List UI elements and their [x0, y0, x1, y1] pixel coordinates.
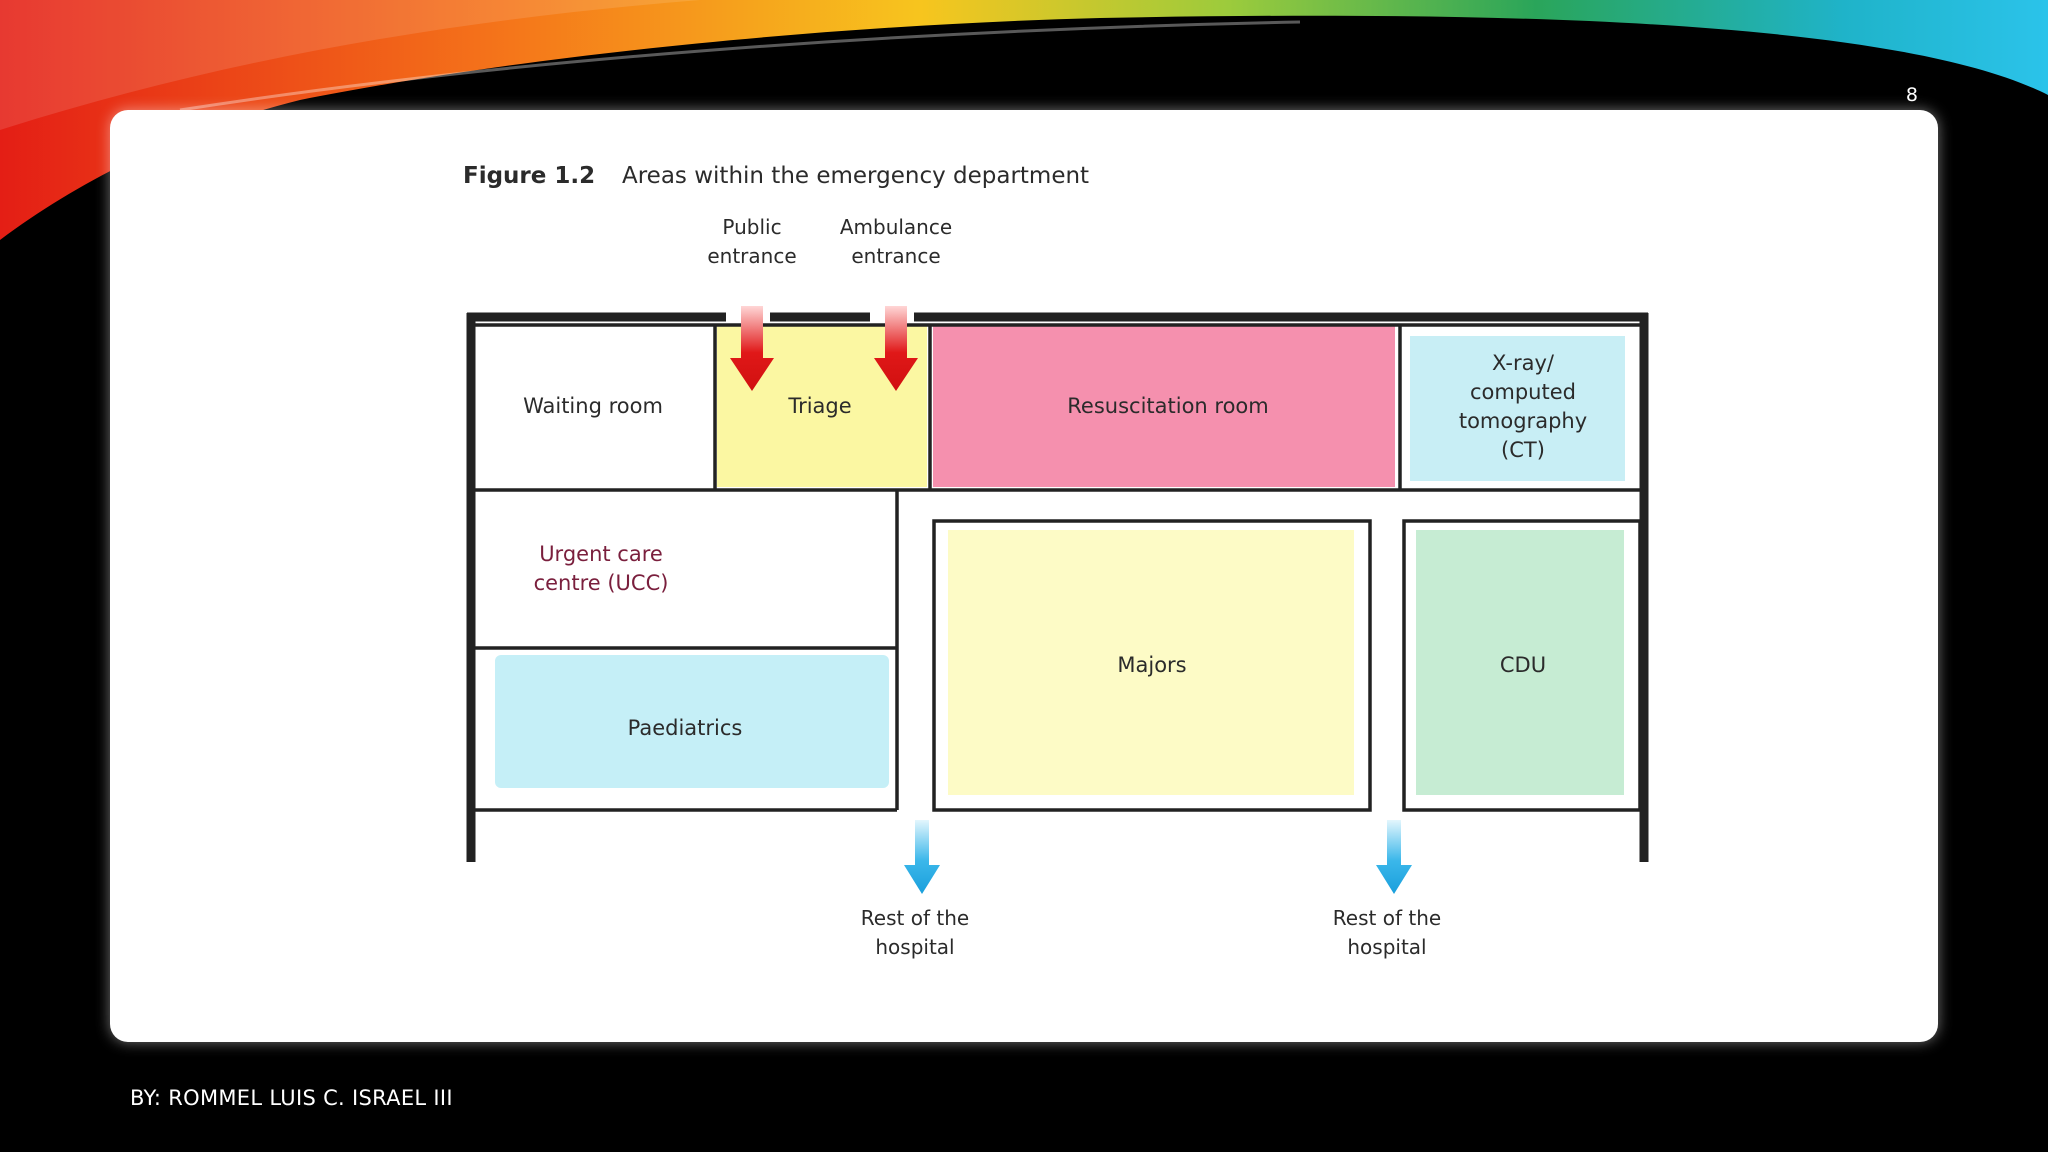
- cdu-area: [1416, 530, 1624, 795]
- svg-text:computed: computed: [1470, 380, 1576, 404]
- resuscitation-room-label: Resuscitation room: [1067, 394, 1268, 418]
- svg-text:entrance: entrance: [851, 244, 940, 268]
- slide-number: 8: [1905, 84, 1918, 106]
- public-entrance-label: Public entrance: [707, 215, 796, 268]
- svg-text:hospital: hospital: [1347, 935, 1426, 959]
- xray-ct-area: [1410, 336, 1625, 481]
- exit-label-right: Rest of the hospital: [1333, 906, 1441, 959]
- cdu-label: CDU: [1500, 653, 1546, 677]
- public-entrance-arrow: [730, 306, 774, 391]
- svg-text:Rest of the: Rest of the: [861, 906, 969, 930]
- svg-text:(CT): (CT): [1501, 438, 1545, 462]
- figure-caption: Areas within the emergency department: [622, 163, 1089, 189]
- ambulance-entrance-label: Ambulance entrance: [840, 215, 952, 268]
- svg-text:centre (UCC): centre (UCC): [534, 571, 669, 595]
- ed-layout-diagram: Figure 1.2 Areas within the emergency de…: [463, 163, 1649, 959]
- svg-text:hospital: hospital: [875, 935, 954, 959]
- xray-ct-label: X-ray/ computed tomography (CT): [1459, 351, 1587, 462]
- paediatrics-area: [495, 655, 889, 788]
- svg-text:X-ray/: X-ray/: [1492, 351, 1555, 375]
- figure-card: Figure 1.2 Areas within the emergency de…: [110, 110, 1938, 1042]
- author-footer: BY: ROMMEL LUIS C. ISRAEL III: [130, 1086, 453, 1110]
- resuscitation-room-area: [933, 325, 1395, 487]
- majors-label: Majors: [1117, 653, 1186, 677]
- majors-area: [948, 530, 1354, 795]
- svg-text:Public: Public: [722, 215, 781, 239]
- svg-text:entrance: entrance: [707, 244, 796, 268]
- paediatrics-label: Paediatrics: [628, 716, 743, 740]
- svg-text:tomography: tomography: [1459, 409, 1587, 433]
- decorative-banner: [0, 0, 2048, 250]
- exit-label-left: Rest of the hospital: [861, 906, 969, 959]
- svg-text:Urgent care: Urgent care: [539, 542, 663, 566]
- ucc-label: Urgent care centre (UCC): [534, 542, 669, 595]
- ambulance-entrance-arrow: [874, 306, 918, 391]
- triage-label: Triage: [787, 394, 851, 418]
- exit-arrow-left: [904, 820, 940, 894]
- waiting-room-label: Waiting room: [523, 394, 663, 418]
- interior-walls: [475, 323, 1642, 812]
- exit-arrow-right: [1376, 820, 1412, 894]
- svg-text:Rest of the: Rest of the: [1333, 906, 1441, 930]
- svg-text:Ambulance: Ambulance: [840, 215, 952, 239]
- figure-label: Figure 1.2: [463, 163, 595, 189]
- building-walls: [466, 312, 1649, 862]
